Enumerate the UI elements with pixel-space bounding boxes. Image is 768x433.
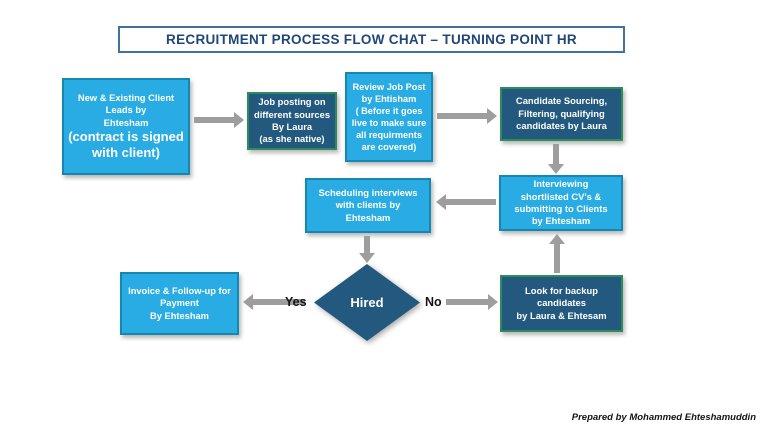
label-yes: Yes [285,295,307,309]
node-job-posting: Job posting on different sources By Laur… [247,92,337,150]
decision-hired-label: Hired [314,264,420,341]
arrow-backup-to-interviewing [549,234,565,273]
node-client-leads: New & Existing Client Leads by Ehtesham … [62,78,190,175]
arrow-decision-no-to-backup [446,294,498,310]
arrow-interviewing-to-scheduling [436,194,496,210]
arrow-leads-to-job-posting [194,112,244,128]
node-backup-candidates: Look for backup candidates by Laura & Eh… [500,275,623,332]
node-candidate-sourcing: Candidate Sourcing, Filtering, qualifyin… [500,87,623,141]
arrow-scheduling-to-decision [359,236,375,263]
arrow-sourcing-to-interviewing [548,144,564,174]
arrow-decision-yes-to-invoice [243,294,305,310]
arrow-review-to-sourcing [437,108,497,124]
node-client-leads-text: New & Existing Client Leads by Ehtesham [77,92,175,128]
node-scheduling: Scheduling interviews with clients by Eh… [305,178,431,233]
label-no: No [425,295,442,309]
node-interviewing: Interviewing shortlisted CV's & submitti… [499,175,623,231]
page-title: RECRUITMENT PROCESS FLOW CHAT – TURNING … [118,26,625,53]
footer-credit: Prepared by Mohammed Ehteshamuddin [571,412,756,423]
decision-hired: Hired [314,264,420,341]
node-client-leads-emphasis: (contract is signed with client) [68,129,184,161]
node-review-job-post: Review Job Post by Ehtisham ( Before it … [345,72,433,162]
node-invoice: Invoice & Follow-up for Payment By Ehtes… [120,272,239,335]
